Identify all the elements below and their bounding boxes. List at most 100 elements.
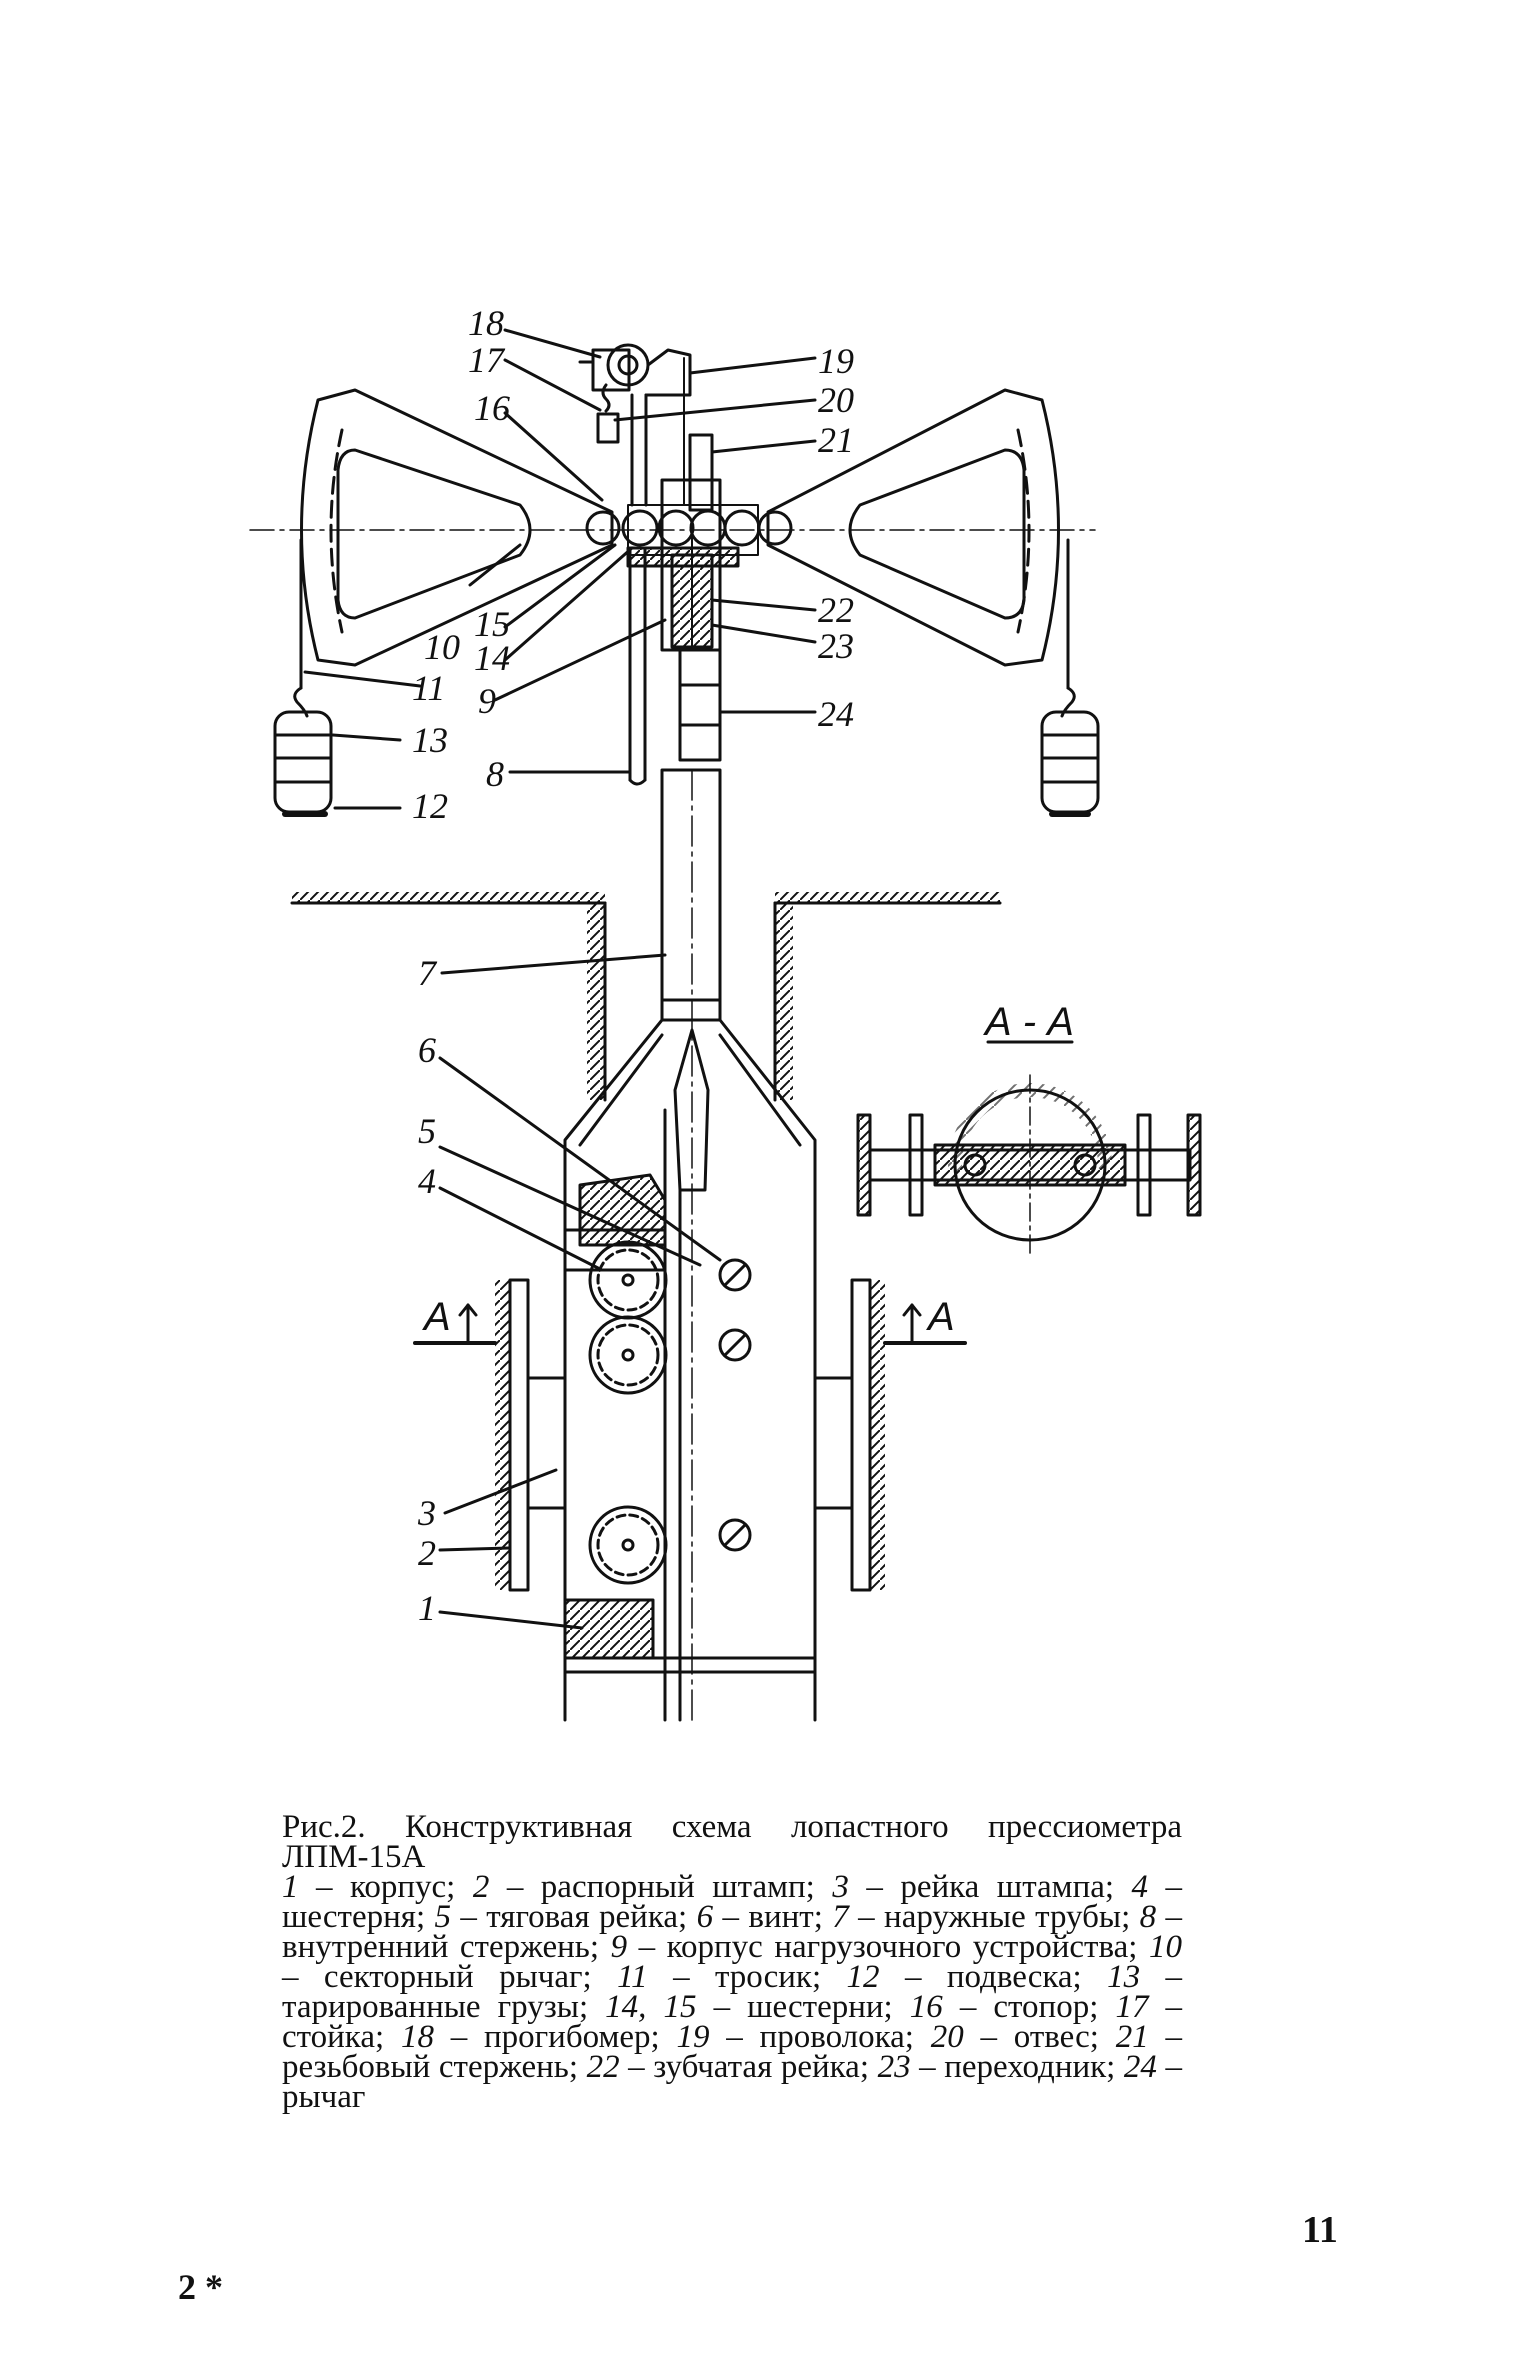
label-11: 11	[412, 668, 445, 708]
sector-lever-left	[300, 388, 614, 667]
legend-item: 23 – переходник	[878, 2049, 1107, 2085]
legend-item: 11 – тросик	[617, 1959, 812, 1995]
legend-number: 14, 15	[605, 1989, 697, 2025]
legend-item: 21 – резьбовый стержень	[282, 2019, 1182, 2085]
legend-text: – корпус	[298, 1869, 447, 1905]
legend-item: 7 – наружные трубы	[832, 1899, 1121, 1935]
legend-number: 8	[1139, 1899, 1157, 1935]
label-1: 1	[418, 1588, 436, 1628]
legend-text: – проволока	[709, 2019, 905, 2055]
legend-text: – шестерни	[696, 1989, 884, 2025]
legend-number: 12	[846, 1959, 880, 1995]
legend-text: – тарированные грузы	[282, 1959, 1183, 2025]
legend-number: 23	[877, 2049, 911, 2085]
legend-text: – стопор	[942, 1989, 1090, 2025]
legend-number: 18	[400, 2019, 434, 2055]
signature-mark: 2 *	[178, 2267, 223, 2307]
legend-number: 22	[586, 2049, 620, 2085]
section-marker-left: А	[422, 1295, 451, 1339]
legend-number: 19	[676, 2019, 710, 2055]
section-title: А - А	[983, 1000, 1074, 1044]
legend-text: – рычаг	[282, 2049, 1182, 2115]
legend-number: 11	[617, 1959, 648, 1995]
legend-text: – переходник	[910, 2049, 1107, 2085]
legend-text: – зубчатая рейка	[619, 2049, 860, 2085]
caption-legend: 1 – корпус; 2 – распорный штамп; 3 – рей…	[282, 1869, 1183, 2115]
legend-item: 17 – стойка	[282, 1989, 1182, 2055]
label-12: 12	[412, 786, 448, 826]
drive-gears	[588, 1240, 668, 1585]
legend-text: – стойка	[282, 1989, 1183, 2055]
legend-number: 13	[1107, 1959, 1141, 1995]
label-24: 24	[818, 694, 854, 734]
figure-caption: Рис.2. Конструктивная схема лопастного п…	[282, 1809, 1183, 2115]
caption-title: Рис.2. Конструктивная схема лопастного п…	[282, 1809, 1182, 1875]
label-13: 13	[412, 720, 448, 760]
legend-number: 2	[472, 1869, 490, 1905]
legend-item: 4 – шестерня	[282, 1869, 1182, 1935]
label-8: 8	[486, 754, 504, 794]
legend-item: 3 – рейка штампа	[832, 1869, 1105, 1905]
page-number: 11	[1302, 2209, 1338, 2251]
legend-text: – распорный штамп	[489, 1869, 806, 1905]
label-10: 10	[424, 627, 460, 667]
legend-item: 9 – корпус нагрузочного устройства	[611, 1929, 1129, 1965]
label-7: 7	[418, 953, 438, 993]
legend-text: – наружные трубы	[848, 1899, 1122, 1935]
legend-text: – секторный рычаг	[282, 1959, 583, 1995]
label-19: 19	[818, 341, 854, 381]
label-4: 4	[418, 1161, 436, 1201]
legend-text: – тросик	[647, 1959, 812, 1995]
legend-item: 10 – секторный рычаг	[282, 1929, 1182, 1995]
weights-right	[1040, 710, 1100, 817]
label-20: 20	[818, 380, 854, 420]
legend-number: 9	[610, 1929, 628, 1965]
legend-item: 5 – тяговая рейка	[435, 1899, 679, 1935]
legend-text: – прогибомер	[433, 2019, 651, 2055]
legend-text: – винт	[713, 1899, 814, 1935]
legend-text: – подвеска	[879, 1959, 1073, 1995]
label-18: 18	[468, 303, 504, 343]
legend-number: 10	[1149, 1929, 1182, 1965]
legend-item: 1 – корпус	[282, 1869, 446, 1905]
weights-left	[273, 710, 333, 817]
legend-number: 6	[696, 1899, 714, 1935]
label-16: 16	[474, 388, 510, 428]
label-14: 14	[474, 638, 510, 678]
legend-number: 1	[282, 1869, 299, 1905]
legend-item: 2 – распорный штамп	[473, 1869, 806, 1905]
section-a-a	[856, 1074, 1202, 1256]
legend-item: 6 – винт	[697, 1899, 814, 1935]
label-21: 21	[818, 420, 854, 460]
label-17: 17	[468, 340, 506, 380]
legend-number: 5	[434, 1899, 452, 1935]
label-6: 6	[418, 1030, 436, 1070]
legend-number: 16	[909, 1989, 943, 2025]
legend-text: – тяговая рейка	[451, 1899, 679, 1935]
legend-number: 21	[1115, 2019, 1149, 2055]
label-22: 22	[818, 590, 854, 630]
label-2: 2	[418, 1533, 436, 1573]
label-23: 23	[818, 626, 854, 666]
legend-item: 14, 15 – шестерни	[605, 1989, 883, 2025]
section-marker-right: А	[926, 1295, 955, 1339]
legend-item: 8 – внутренний стержень	[282, 1899, 1182, 1965]
label-5: 5	[418, 1111, 436, 1151]
screws	[718, 1258, 752, 1552]
legend-item: 12 – подвеска	[847, 1959, 1073, 1995]
label-9: 9	[478, 681, 496, 721]
legend-item: 13 – тарированные грузы	[282, 1959, 1182, 2025]
legend-item: 18 – прогибомер	[401, 2019, 651, 2055]
pressiometer-diagram: 18 17 16 19 20 21 15 10 14 22 23 9 11 24…	[249, 303, 1202, 1722]
legend-text: – рейка штампа	[848, 1869, 1105, 1905]
legend-text: – резьбовый стержень	[282, 2019, 1183, 2085]
legend-number: 17	[1115, 1989, 1149, 2025]
legend-number: 24	[1123, 2049, 1157, 2085]
legend-item: 16 – стопор	[910, 1989, 1089, 2025]
sector-lever-right	[766, 388, 1060, 667]
legend-number: 4	[1131, 1869, 1149, 1905]
legend-item: 22 – зубчатая рейка	[587, 2049, 860, 2085]
legend-text: – шестерня	[282, 1869, 1183, 1935]
label-3: 3	[417, 1493, 436, 1533]
